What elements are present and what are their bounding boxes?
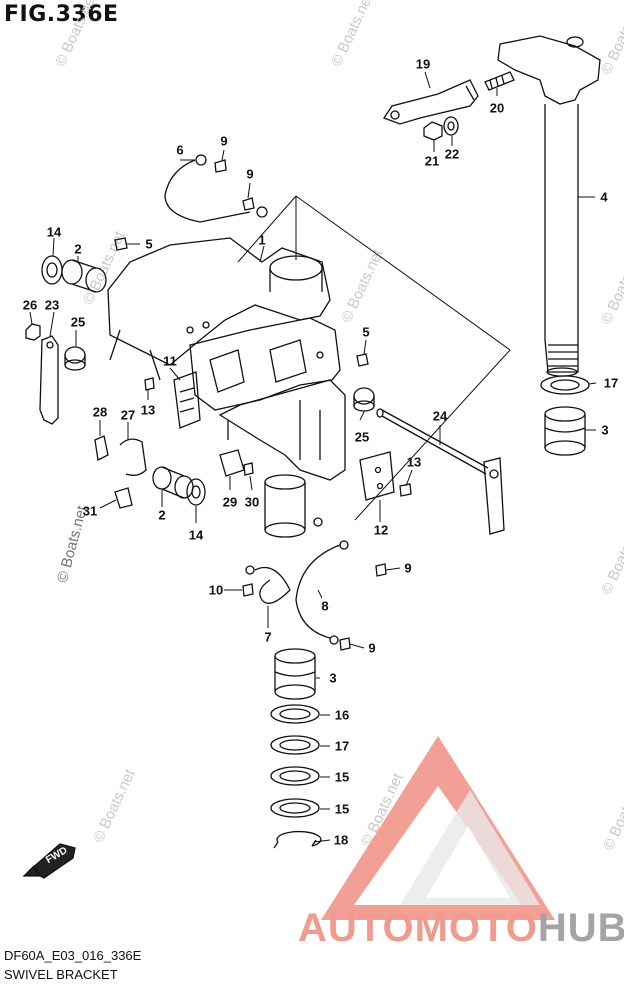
ground-wire-lower-7 (245, 565, 291, 604)
bolt-30 (243, 462, 254, 476)
callout-5: 5 (362, 324, 370, 340)
callout-9: 9 (404, 560, 412, 576)
callout-19: 19 (415, 56, 431, 72)
diagram-code: DF60A_E03_016_336E (4, 948, 142, 963)
callout-9: 9 (368, 640, 376, 656)
stopper-washer (443, 116, 459, 136)
callout-15: 15 (334, 801, 350, 817)
assembly-guide-lines (237, 195, 511, 521)
callout-6: 6 (176, 142, 184, 158)
spring-clip (119, 438, 147, 476)
lower-bushing (274, 648, 316, 700)
callout-18: 18 (333, 832, 349, 848)
diagram-name: SWIVEL BRACKET (4, 967, 118, 982)
callout-24: 24 (432, 408, 448, 424)
bracket-bushing-upper (61, 259, 107, 293)
bolt-31 (114, 487, 133, 509)
bolt-left (144, 377, 155, 391)
callout-17: 17 (603, 375, 619, 391)
callout-2: 2 (158, 507, 166, 523)
bracket-washer-upper (41, 255, 63, 285)
callout-11: 11 (163, 353, 177, 369)
callout-25: 25 (354, 429, 370, 445)
ground-wire-lower-8 (295, 540, 349, 645)
callout-20: 20 (489, 100, 505, 116)
callout-21: 21 (424, 153, 440, 169)
forward-arrow-icon (22, 843, 76, 879)
bolt-right-5 (356, 353, 369, 367)
lower-washer-17 (270, 735, 320, 755)
callout-14: 14 (46, 224, 62, 240)
callout-15: 15 (334, 769, 350, 785)
ground-wire-upper (164, 154, 268, 223)
callout-4: 4 (600, 189, 608, 205)
callout-9: 9 (246, 166, 254, 182)
callout-10: 10 (208, 582, 224, 598)
callout-17: 17 (334, 738, 350, 754)
callout-9: 9 (220, 133, 228, 149)
stopper-bracket (383, 79, 479, 125)
wire-bolts-lower (242, 563, 387, 651)
wire-bolts-upper (214, 159, 255, 211)
upper-thrust-washer (540, 375, 590, 395)
upper-bushing (544, 406, 586, 456)
callout-31: 31 (82, 503, 98, 519)
callout-23: 23 (44, 297, 60, 313)
swivel-shaft (497, 35, 601, 377)
callout-16: 16 (334, 707, 350, 723)
side-plate-left (173, 371, 201, 429)
bracket-29 (219, 449, 245, 477)
callout-13: 13 (140, 402, 156, 418)
callout-7: 7 (264, 629, 272, 645)
bolt-right (399, 483, 412, 497)
callout-28: 28 (92, 404, 108, 420)
bracket-washer-lower (186, 478, 206, 506)
plug-left (64, 346, 86, 371)
brand-wordmark: AUTOMOTOHUB (298, 906, 624, 951)
callout-2: 2 (74, 241, 82, 257)
stopper-nut (423, 121, 443, 141)
stopper-bolt (484, 71, 515, 91)
callout-29: 29 (222, 494, 238, 510)
callout-5: 5 (145, 236, 153, 252)
bolt-upper (114, 237, 128, 251)
brand-part2: HUB (537, 906, 624, 950)
callout-8: 8 (321, 598, 329, 614)
nut-left (25, 323, 41, 341)
callout-13: 13 (406, 454, 422, 470)
lower-shim-15b (270, 798, 320, 818)
callout-12: 12 (373, 522, 389, 538)
swivel-bracket-body (107, 237, 346, 538)
side-plate-right (359, 451, 395, 501)
callout-26: 26 (22, 297, 38, 313)
callout-3: 3 (601, 422, 609, 438)
callout-30: 30 (244, 494, 260, 510)
callout-22: 22 (444, 146, 460, 162)
plug-right (353, 387, 375, 412)
lower-shim-15a (270, 766, 320, 786)
brand-part1: AUTOMOTO (298, 906, 538, 950)
clip (94, 435, 109, 461)
tilt-lever-rod (376, 408, 505, 535)
callout-3: 3 (329, 670, 337, 686)
figure-title: FIG.336E (4, 2, 119, 27)
tilt-lock-plate (39, 335, 59, 425)
callout-1: 1 (258, 232, 266, 248)
callout-25: 25 (70, 314, 86, 330)
lower-washer-16 (270, 704, 320, 724)
leader-lines (29, 71, 597, 843)
circlip (273, 830, 322, 849)
callout-14: 14 (188, 527, 204, 543)
callout-27: 27 (120, 407, 136, 423)
